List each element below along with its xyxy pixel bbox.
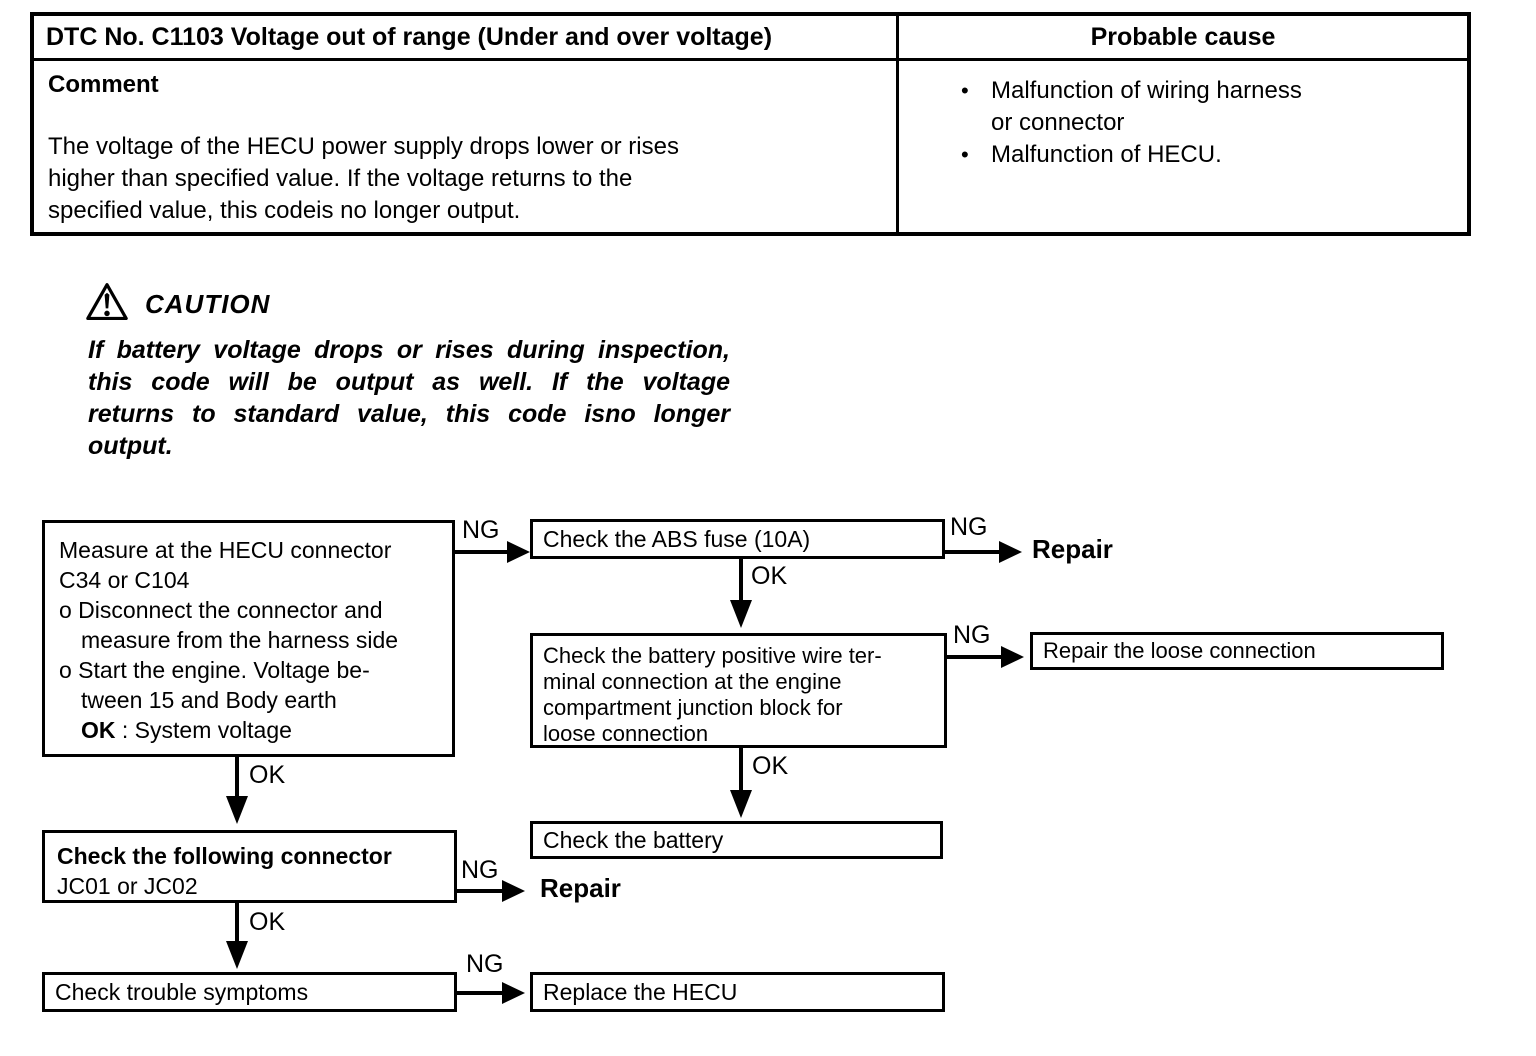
flow-connector-line <box>945 550 1001 554</box>
flow-text-line: o Disconnect the connector and <box>59 597 383 623</box>
caution-header: CAUTION <box>85 281 270 328</box>
cause-item: • Malfunction of wiring harness <box>899 75 1467 107</box>
arrowhead-down-icon <box>226 941 248 969</box>
flow-box-check-battery: Check the battery <box>530 821 943 859</box>
arrowhead-right-icon <box>502 880 525 902</box>
ok-label: OK <box>249 761 286 789</box>
ok-label: OK <box>751 562 788 590</box>
ok-label: OK <box>752 752 789 780</box>
arrowhead-down-icon <box>226 796 248 824</box>
comment-text-line: specified value, this codeis no longer o… <box>48 197 521 224</box>
bullet-icon: • <box>961 142 969 167</box>
dtc-table: DTC No. C1103 Voltage out of range (Unde… <box>30 12 1471 236</box>
flow-box-check-trouble-symptoms: Check trouble symptoms <box>42 972 457 1012</box>
ng-label: NG <box>953 621 991 649</box>
flow-box-repair-loose-connection: Repair the loose connection <box>1030 632 1444 670</box>
bullet-icon: • <box>961 78 969 103</box>
arrowhead-down-icon <box>730 790 752 818</box>
flow-text-line: tween 15 and Body earth <box>81 687 337 713</box>
flow-text-line: C34 or C104 <box>59 567 190 593</box>
ng-label: NG <box>950 513 988 541</box>
flow-box-check-connector: Check the following connector JC01 or JC… <box>42 830 457 903</box>
table-column-divider <box>896 16 899 232</box>
flow-text-line: OK : System voltage <box>59 715 444 745</box>
ok-label: OK <box>249 908 286 936</box>
ng-label: NG <box>461 856 499 884</box>
flow-connector-line <box>739 559 743 603</box>
warning-triangle-icon <box>85 281 129 328</box>
flow-text-line: measure from the harness side <box>81 627 399 653</box>
dtc-header-cell: DTC No. C1103 Voltage out of range (Unde… <box>46 22 773 51</box>
caution-text-line: output. <box>88 432 173 460</box>
repair-label: Repair <box>540 873 621 903</box>
flow-connector-line <box>739 748 743 792</box>
cause-text: Malfunction of wiring harness <box>991 77 1302 104</box>
arrowhead-down-icon <box>730 600 752 628</box>
comment-text-line: higher than specified value. If the volt… <box>48 165 633 192</box>
flow-connector-line <box>947 655 1003 659</box>
flow-connector-line <box>235 757 239 799</box>
ok-keyword: OK <box>81 717 116 743</box>
caution-text-line: If battery voltage drops or rises during… <box>88 336 730 364</box>
flow-connector-line <box>455 550 510 554</box>
arrowhead-right-icon <box>999 541 1022 563</box>
cause-item: • Malfunction of HECU. <box>899 139 1467 171</box>
flow-box-check-abs-fuse: Check the ABS fuse (10A) <box>530 519 945 559</box>
flow-text-line: JC01 or JC02 <box>57 873 198 899</box>
arrowhead-right-icon <box>502 982 525 1004</box>
flow-text-line: Measure at the HECU connector <box>59 537 392 563</box>
ng-label: NG <box>466 950 504 978</box>
flow-box-battery-wire: Check the battery positive wire ter- min… <box>530 633 947 748</box>
flow-connector-line <box>235 903 239 944</box>
caution-text-line: this code will be output as well. If the… <box>88 368 730 396</box>
flow-box-measure-hecu: Measure at the HECU connector C34 or C10… <box>42 520 455 757</box>
cause-text: Malfunction of HECU. <box>991 141 1222 168</box>
comment-cell: Comment The voltage of the HECU power su… <box>34 61 924 232</box>
probable-cause-header-cell: Probable cause <box>1090 22 1276 51</box>
flow-text-line: Check the following connector <box>57 843 392 869</box>
caution-text-line: returns to standard value, this code isn… <box>88 400 730 428</box>
cause-item-continuation: or connector <box>899 107 1467 139</box>
repair-label: Repair <box>1032 534 1113 564</box>
flow-connector-line <box>455 991 505 995</box>
flow-text-line: loose connection <box>543 721 709 746</box>
caution-title: CAUTION <box>145 289 271 319</box>
flow-text-line: compartment junction block for <box>543 695 843 720</box>
table-header-divider <box>34 58 1467 61</box>
arrowhead-right-icon <box>507 541 530 563</box>
arrowhead-right-icon <box>1001 646 1024 668</box>
flow-text-line: : System voltage <box>115 717 292 743</box>
flow-box-replace-hecu: Replace the HECU <box>530 972 945 1012</box>
probable-cause-cell: • Malfunction of wiring harness or conne… <box>899 61 1467 232</box>
flow-text-line: o Start the engine. Voltage be- <box>59 657 370 683</box>
comment-title: Comment <box>48 71 159 98</box>
cause-text: or connector <box>991 109 1125 136</box>
flow-text-line: Check the battery positive wire ter- <box>543 643 882 668</box>
caution-text: If battery voltage drops or rises during… <box>88 334 730 462</box>
ng-label: NG <box>462 516 500 544</box>
flow-text-line: minal connection at the engine <box>543 669 842 694</box>
comment-text-line: The voltage of the HECU power supply dro… <box>48 133 679 160</box>
flow-connector-line <box>455 889 505 893</box>
